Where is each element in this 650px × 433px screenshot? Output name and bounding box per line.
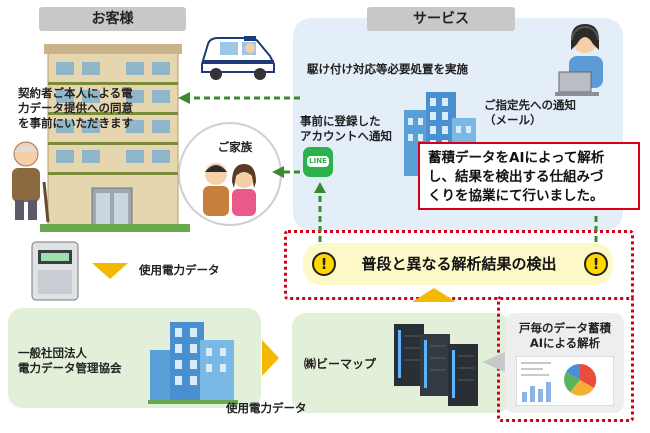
association-name: 一般社団法人 電力データ管理協会 bbox=[18, 346, 158, 376]
smart-meter-icon bbox=[31, 241, 79, 301]
arrow-association-to-company bbox=[262, 340, 279, 376]
designated-notice-line-1: ご指定先への通知 bbox=[484, 98, 576, 112]
apartment-building-icon bbox=[40, 44, 190, 232]
family-label: ご家族 bbox=[217, 140, 253, 154]
security-car-icon bbox=[201, 36, 275, 80]
arrowhead-line bbox=[314, 182, 326, 193]
analysis-title-line-2: AIによる解析 bbox=[529, 336, 601, 350]
account-notice-line-1: 事前に登録した bbox=[300, 114, 381, 128]
family-people-icon bbox=[203, 163, 256, 216]
consent-line-1: 契約者ご本人による電 bbox=[18, 86, 133, 100]
usage-label-top: 使用電力データ bbox=[139, 263, 220, 277]
elderly-person-icon bbox=[12, 141, 50, 223]
ai-note-box: 蓄積データをAIによって解析 し、結果を検出する仕組みづ くりを協業にて行いまし… bbox=[418, 142, 640, 210]
operator-icon bbox=[555, 24, 603, 96]
association-name-line-2: 電力データ管理協会 bbox=[18, 361, 122, 375]
analysis-bars bbox=[522, 382, 551, 402]
ai-note-line-1: 蓄積データをAIによって解析 bbox=[428, 150, 605, 166]
consent-line-2: 力データ提供への同意 bbox=[18, 101, 133, 115]
consent-text: 契約者ご本人による電 力データ提供への同意 を事前にいただきます bbox=[18, 86, 168, 131]
warning-icon-right: ! bbox=[584, 252, 608, 276]
line-app-label: LINE bbox=[307, 156, 329, 167]
rush-text: 駆け付け対応等必要処置を実施 bbox=[307, 62, 468, 76]
detection-region bbox=[284, 230, 634, 300]
ai-note-line-3: くりを協業にて行いました。 bbox=[428, 188, 604, 204]
analysis-title: 戸毎のデータ蓄積 AIによる解析 bbox=[508, 321, 622, 351]
arrowhead-family bbox=[272, 166, 284, 178]
company-name: ㈱ビーマップ bbox=[304, 357, 377, 371]
arrow-company-to-detection bbox=[412, 288, 456, 302]
analysis-pointer bbox=[482, 352, 505, 372]
association-building-icon bbox=[148, 322, 238, 404]
server-rack-icon bbox=[394, 324, 478, 406]
warning-icon-left: ! bbox=[312, 252, 336, 276]
line-app-icon: LINE bbox=[303, 147, 333, 177]
analysis-chart-icon bbox=[516, 356, 614, 406]
customer-header: お客様 bbox=[39, 7, 186, 31]
consent-line-3: を事前にいただきます bbox=[18, 116, 133, 130]
account-notice-line-2: アカウントへ通知 bbox=[300, 129, 392, 143]
arrowhead-rush bbox=[178, 92, 190, 104]
association-name-line-1: 一般社団法人 bbox=[18, 346, 87, 360]
designated-notice: ご指定先への通知 （メール） bbox=[484, 98, 614, 128]
detection-box bbox=[303, 243, 613, 285]
arrow-usage-down bbox=[92, 263, 128, 279]
detection-label: 普段と異なる解析結果の検出 bbox=[361, 255, 557, 273]
family-circle bbox=[178, 122, 282, 226]
service-header: サービス bbox=[367, 7, 515, 31]
ai-note-line-2: し、結果を検出する仕組みづ bbox=[428, 169, 604, 185]
designated-notice-line-2: （メール） bbox=[484, 113, 542, 127]
usage-label-bottom: 使用電力データ bbox=[226, 401, 307, 415]
account-notice: 事前に登録した アカウントへ通知 bbox=[300, 114, 410, 144]
analysis-title-line-1: 戸毎のデータ蓄積 bbox=[519, 321, 611, 335]
